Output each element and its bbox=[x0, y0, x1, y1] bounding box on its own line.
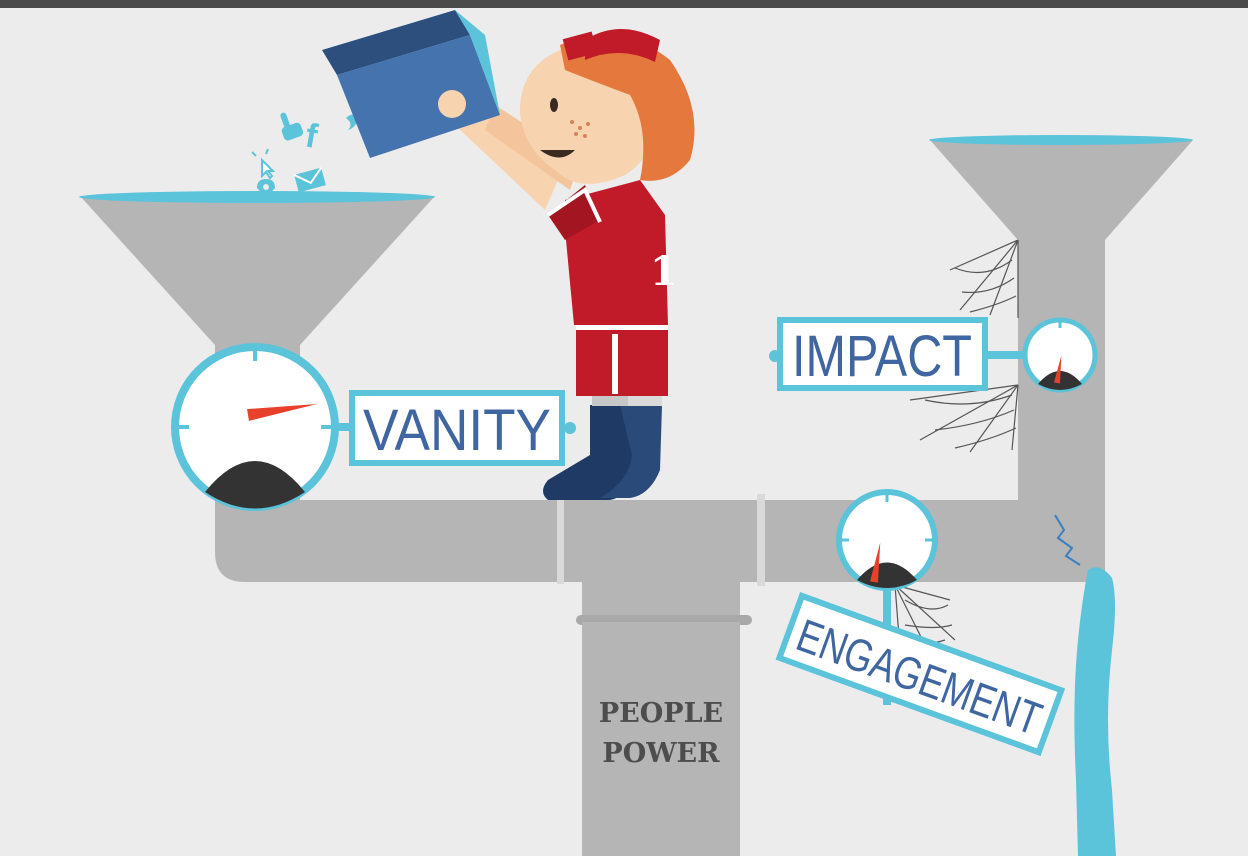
head bbox=[519, 29, 695, 184]
crack-icon bbox=[1054, 514, 1081, 566]
people-power-line1: PEOPLE bbox=[599, 698, 723, 729]
shorts bbox=[576, 322, 668, 396]
character: 1 bbox=[322, 10, 695, 500]
click-icon bbox=[251, 148, 276, 180]
eye bbox=[550, 98, 558, 112]
facebook-icon: f bbox=[303, 117, 321, 157]
cobweb-lower-icon bbox=[909, 384, 1019, 453]
vanity-label: VANITY bbox=[332, 390, 576, 466]
impact-label: IMPACT bbox=[769, 317, 1026, 391]
social-icons: f bbox=[251, 112, 360, 198]
engagement-needle bbox=[870, 542, 881, 583]
impact-gauge bbox=[1022, 317, 1098, 393]
top-bar bbox=[0, 0, 1248, 8]
leak bbox=[1054, 514, 1116, 856]
jersey: 1 bbox=[546, 180, 678, 325]
water-leak bbox=[1074, 567, 1116, 856]
funnel-water bbox=[79, 191, 435, 203]
engagement-gauge bbox=[836, 489, 938, 705]
main-pipe bbox=[215, 360, 1030, 586]
impact-text: IMPACT bbox=[792, 324, 972, 389]
box-icon bbox=[322, 10, 500, 158]
impact-needle bbox=[1054, 355, 1062, 384]
vanity-text: VANITY bbox=[363, 398, 551, 463]
hand-cursor-icon bbox=[280, 112, 304, 141]
vanity-gauge bbox=[171, 343, 339, 511]
people-power-line2: POWER bbox=[602, 738, 720, 769]
people-power-pipe: PEOPLE POWER bbox=[576, 582, 752, 856]
engagement-label: ENGAGEMENT bbox=[775, 592, 1066, 757]
email-icon bbox=[293, 167, 326, 193]
funnel-water bbox=[929, 135, 1193, 145]
location-icon bbox=[257, 179, 275, 198]
jersey-number: 1 bbox=[650, 248, 678, 295]
vanity-needle bbox=[247, 404, 318, 421]
cobweb-upper-icon bbox=[949, 239, 1019, 318]
